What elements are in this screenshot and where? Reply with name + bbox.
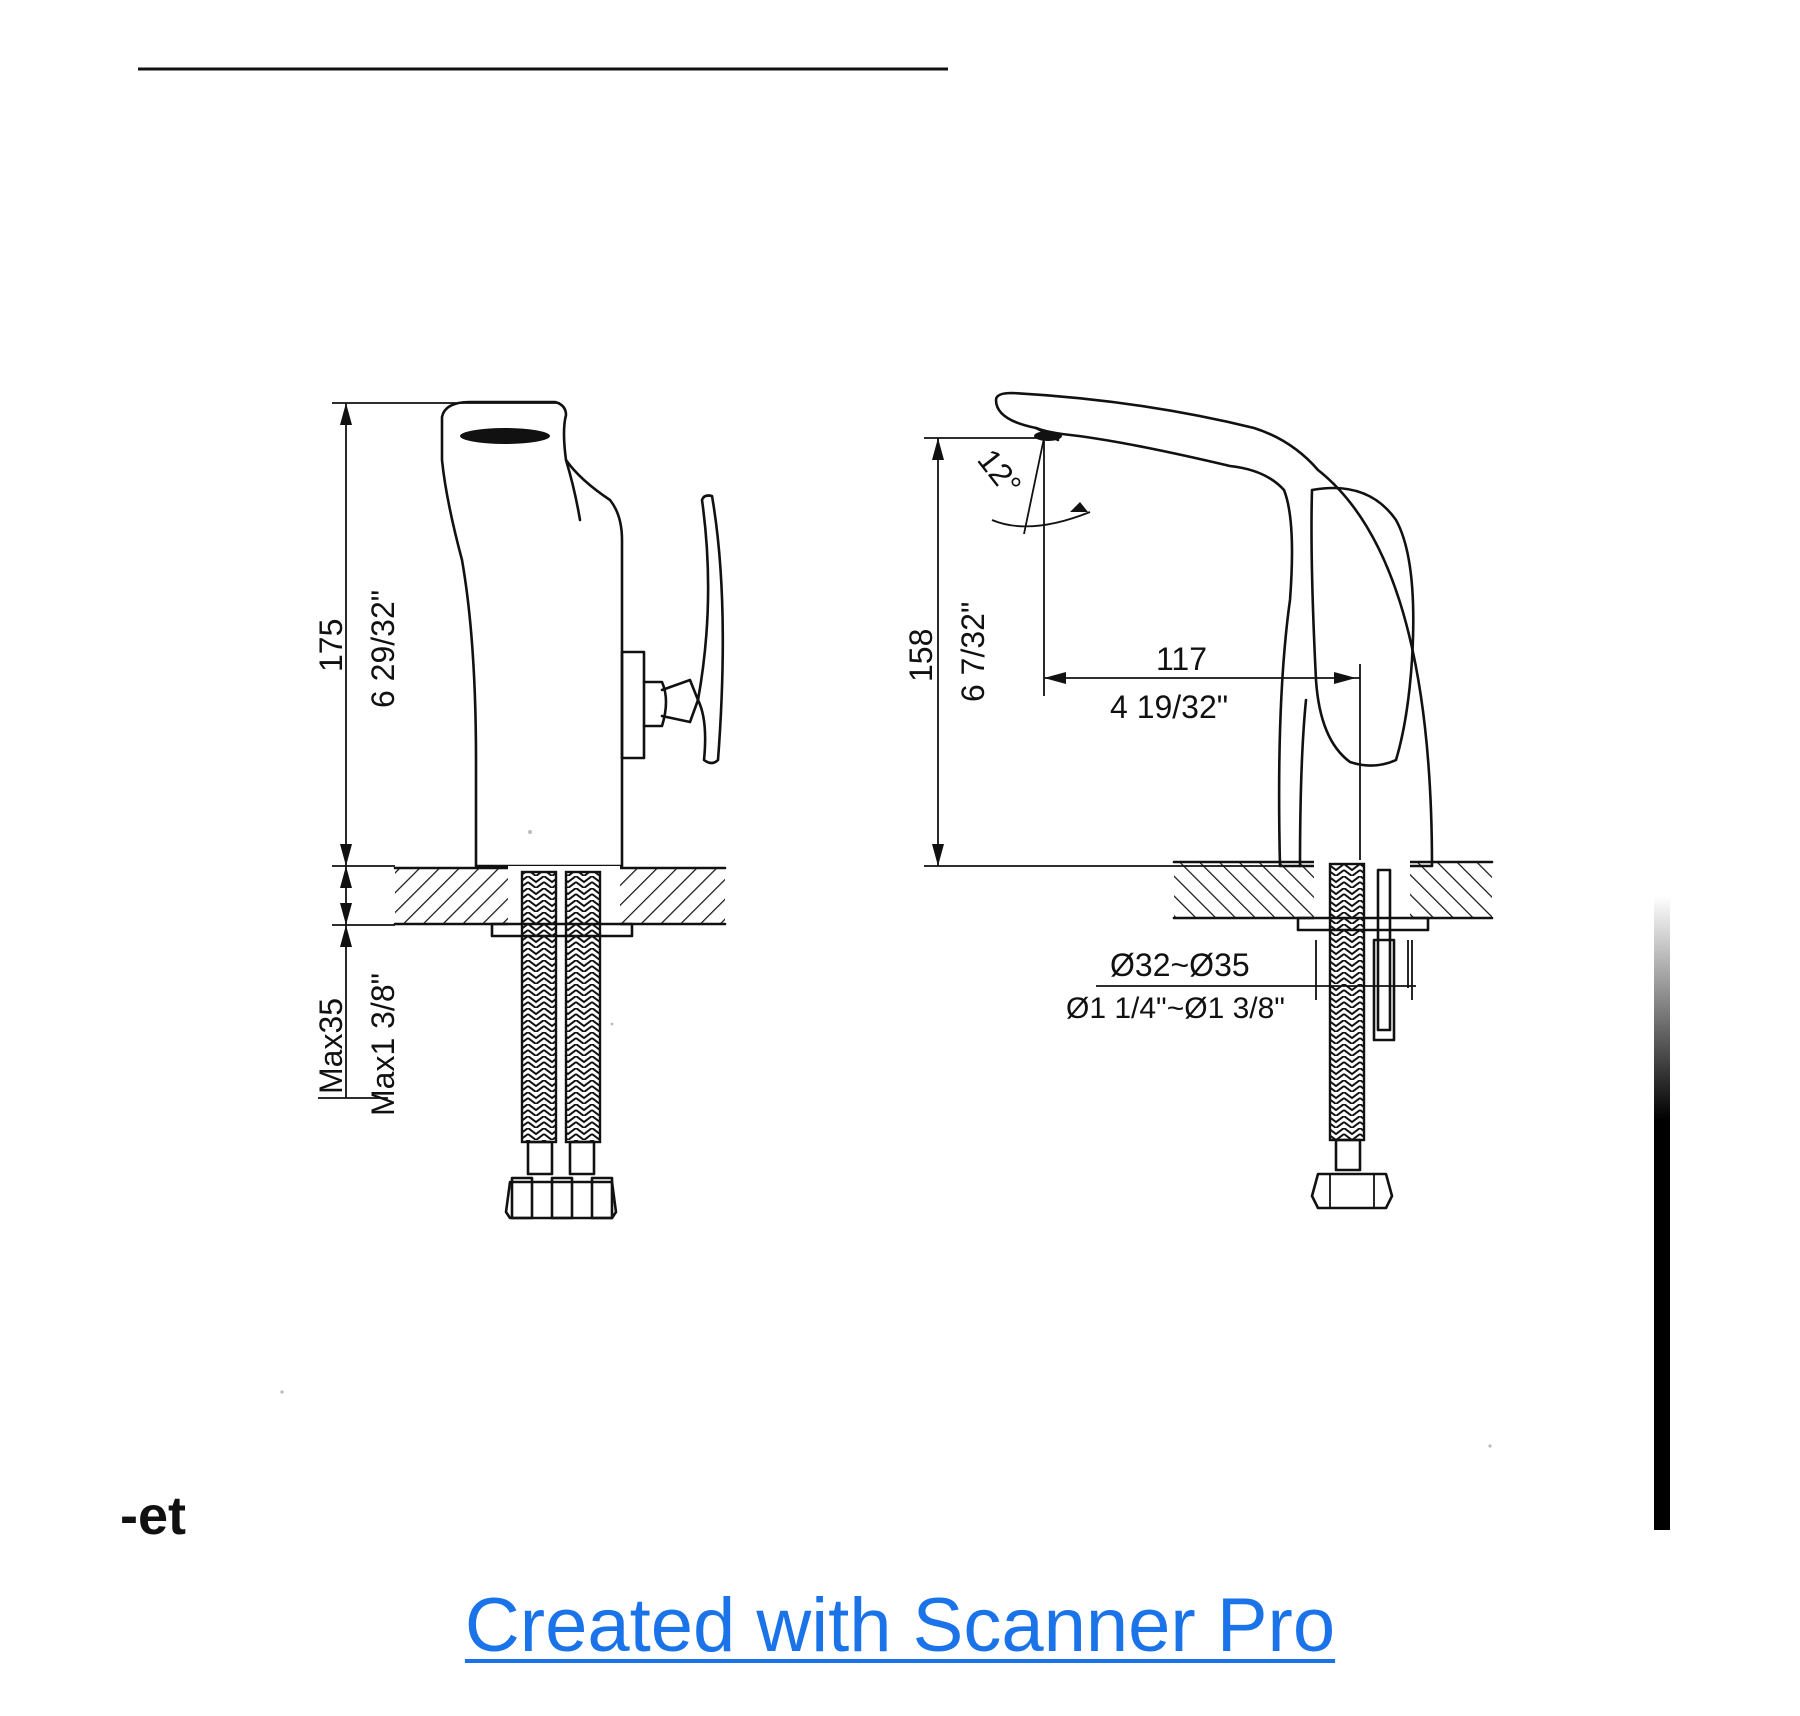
scanner-pro-link[interactable]: Created with Scanner Pro — [464, 1583, 1336, 1668]
right-spout-height-mm: 158 — [903, 629, 939, 682]
right-supply-hose — [1310, 862, 1409, 1210]
right-spout-height-in: 6 7/32" — [955, 602, 991, 702]
left-deck-max-in: Max1 3/8" — [365, 973, 401, 1116]
right-angle-label: 12° — [970, 442, 1028, 502]
right-body-inner-line — [1298, 698, 1308, 868]
left-height-in: 6 29/32" — [365, 590, 401, 708]
right-faucet-body — [994, 391, 1434, 868]
right-hole-in: Ø1 1/4"~Ø1 3/8" — [1066, 992, 1285, 1025]
left-supply-hoses — [504, 870, 618, 1220]
scan-edge-fade — [1654, 800, 1670, 1120]
left-height-mm: 175 — [313, 619, 349, 672]
left-deck-max-mm: Max35 — [313, 998, 349, 1094]
left-aerator — [460, 428, 550, 444]
right-hole-mm: Ø32~Ø35 — [1110, 947, 1250, 983]
left-dimension-lines — [318, 402, 560, 1099]
cropped-text: -et — [120, 1486, 186, 1546]
left-body-curve — [564, 458, 582, 522]
right-dimension-lines — [924, 437, 1361, 867]
right-aerator — [1034, 431, 1062, 441]
left-faucet-body — [440, 400, 624, 868]
right-handle-lever — [1310, 486, 1415, 767]
right-front-view: 12° 158 6 7/32" 117 4 19/32" Ø32~Ø35 Ø1 … — [903, 391, 1494, 1210]
left-deck-section — [393, 866, 727, 938]
left-handle — [620, 494, 725, 765]
left-side-view: 175 6 29/32" Max35 Max1 3/8" — [313, 400, 727, 1220]
right-reach-mm: 117 — [1156, 641, 1207, 677]
scan-specks — [280, 830, 1492, 1448]
right-reach-in: 4 19/32" — [1110, 689, 1228, 725]
right-hole-dimension — [1096, 940, 1416, 1000]
